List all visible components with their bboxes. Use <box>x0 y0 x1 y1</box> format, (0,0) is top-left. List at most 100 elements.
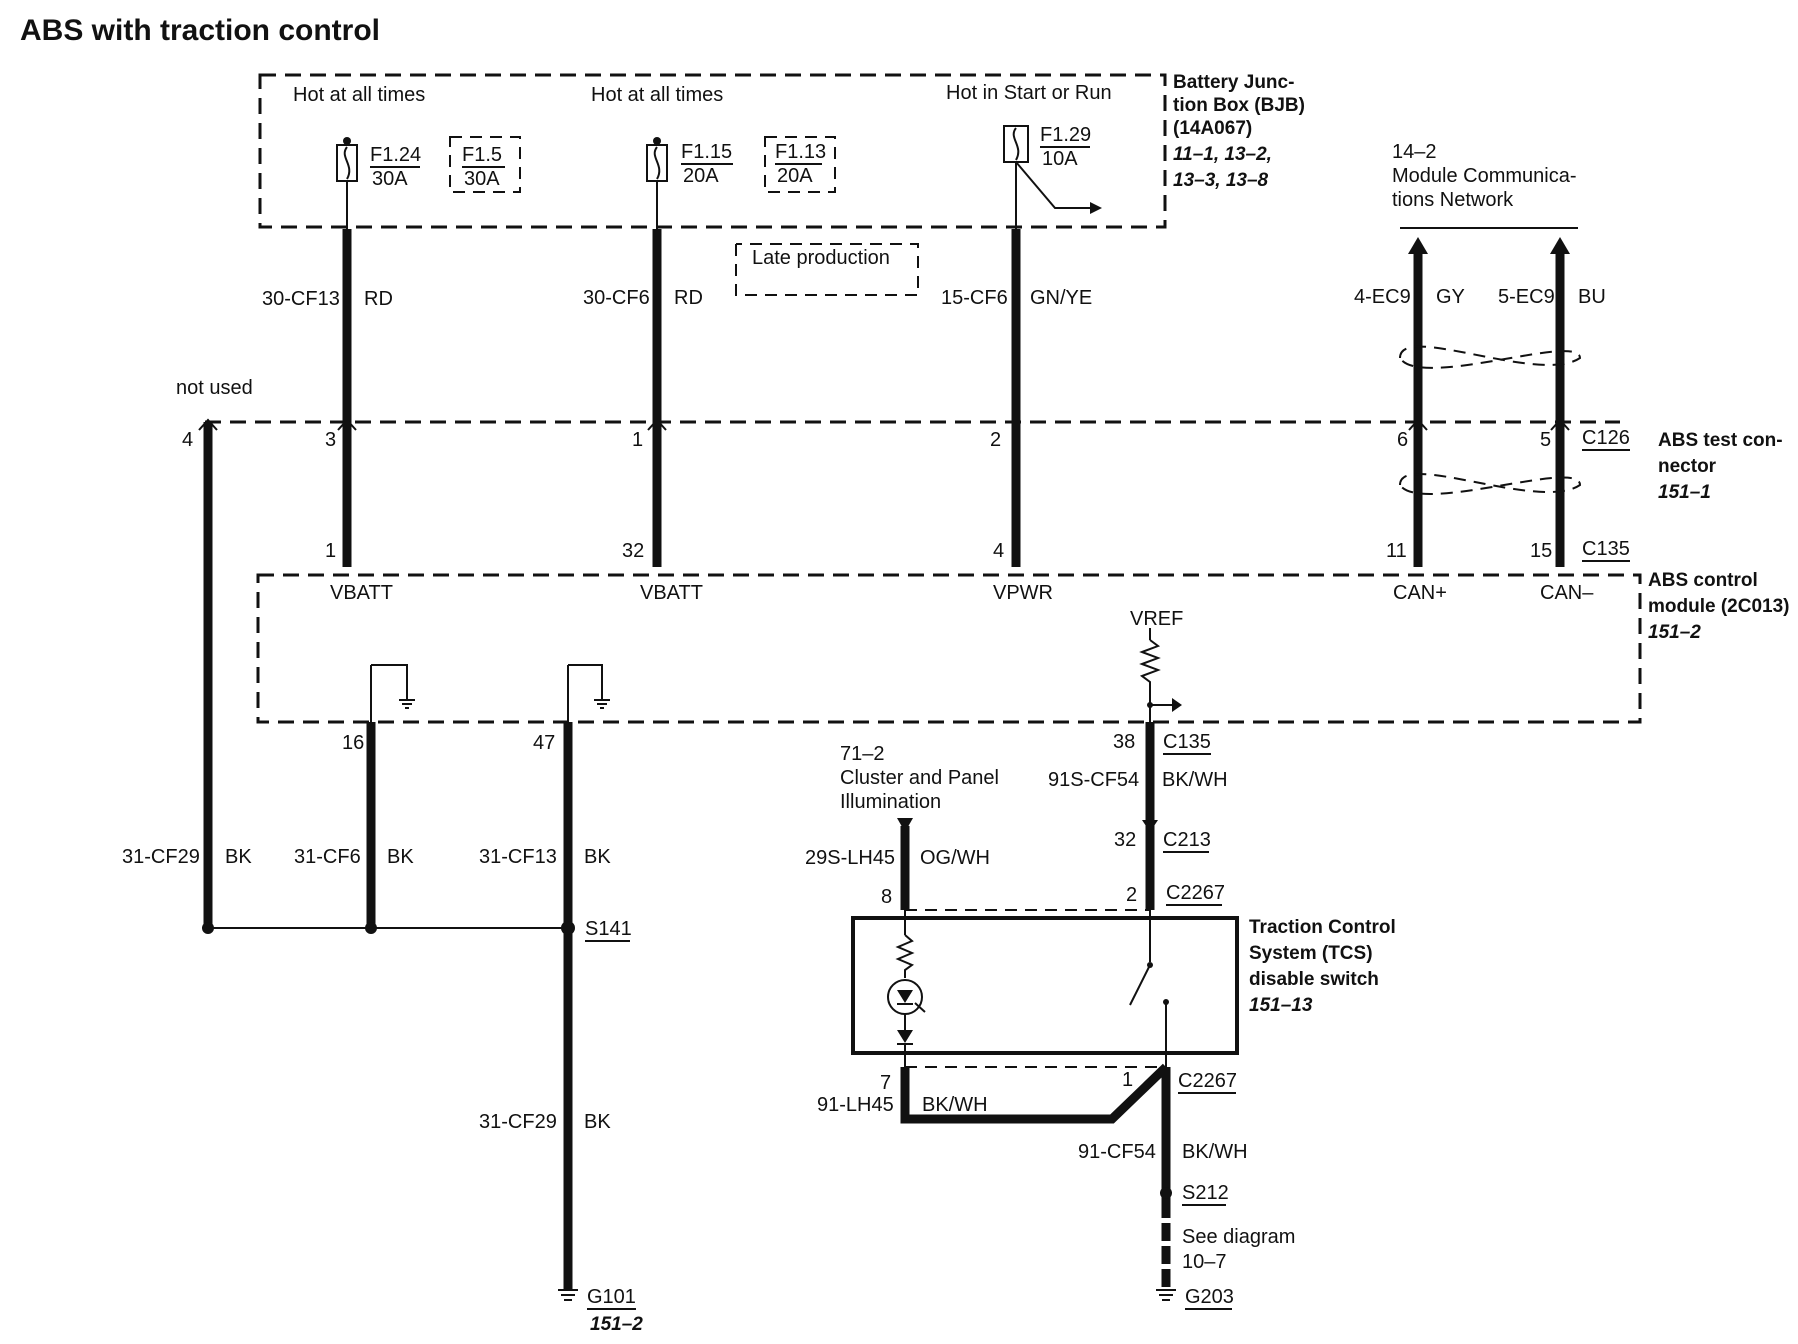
fuse-rating: 30A <box>372 168 408 190</box>
pin-number: 2 <box>990 429 1001 451</box>
wire-circuit: 4-EC9 <box>1354 286 1411 308</box>
fuse-rating: 20A <box>683 165 719 187</box>
module-label: ABS control <box>1648 570 1758 591</box>
splice-s212-dot <box>1160 1187 1172 1199</box>
pin-number: 3 <box>325 429 336 451</box>
wire-color: RD <box>364 288 393 310</box>
see-diagram-label: 10–7 <box>1182 1251 1227 1273</box>
wire-circuit: 31-CF29 <box>122 846 200 868</box>
pin-number: 1 <box>632 429 643 451</box>
bjb-label: (14A067) <box>1173 118 1252 139</box>
hot-at-all-times-label: Hot at all times <box>293 84 425 106</box>
illumination-label: Cluster and Panel <box>840 767 999 789</box>
bjb-label: tion Box (BJB) <box>1173 95 1305 116</box>
pin-number: 1 <box>1122 1069 1133 1091</box>
fuse-f1-15: F1.15 20A <box>646 137 733 187</box>
network-label: tions Network <box>1392 189 1514 211</box>
bjb-ref: 11–1, 13–2, <box>1173 144 1272 165</box>
illumination-ref: 71–2 <box>840 743 885 765</box>
wire-color: GY <box>1436 286 1465 308</box>
fuse-f1-13: F1.13 20A <box>764 136 836 193</box>
hot-at-all-times-label: Hot at all times <box>591 84 723 106</box>
splice-s212: S212 <box>1182 1182 1229 1204</box>
wire-circuit: 31-CF6 <box>294 846 361 868</box>
test-connector-ref: 151–1 <box>1658 482 1711 503</box>
fuse-id: F1.29 <box>1040 124 1091 146</box>
pin-number: 4 <box>993 540 1004 562</box>
wire-circuit: 91S-CF54 <box>1048 769 1139 791</box>
see-diagram-label: See diagram <box>1182 1226 1295 1248</box>
wire-color: BK <box>584 846 611 868</box>
resistor-icon <box>895 934 915 978</box>
module-label: module (2C013) <box>1648 596 1789 617</box>
wire-color: BK/WH <box>1182 1141 1248 1163</box>
pin-number: 32 <box>1114 829 1136 851</box>
network-arrow <box>1408 237 1428 254</box>
wire-color: BK <box>225 846 252 868</box>
fuse-rating: 20A <box>777 165 813 187</box>
tcs-switch-label: System (TCS) <box>1249 943 1373 964</box>
wire-circuit: 29S-LH45 <box>805 847 895 869</box>
pin-number: 38 <box>1113 731 1135 753</box>
wire-color: RD <box>674 287 703 309</box>
connector-id: C213 <box>1163 829 1211 851</box>
pin-number: 8 <box>881 886 892 908</box>
wire-color: BK/WH <box>1162 769 1228 791</box>
wire-color: OG/WH <box>920 847 990 869</box>
test-connector-label: nector <box>1658 456 1717 477</box>
fuse-id: F1.5 <box>462 144 502 166</box>
wire-color: BK <box>584 1111 611 1133</box>
bjb-ref: 13–3, 13–8 <box>1173 170 1269 191</box>
wire-91-lh45 <box>900 1063 1170 1124</box>
wire-circuit: 91-CF54 <box>1078 1141 1156 1163</box>
signal-can-plus: CAN+ <box>1393 582 1447 604</box>
switch-icon <box>1129 964 1151 1006</box>
connector-id: C135 <box>1163 731 1211 753</box>
twisted-pair-symbol <box>1399 473 1582 495</box>
wire-circuit: 31-CF29 <box>479 1111 557 1133</box>
wire-circuit: 31-CF13 <box>479 846 557 868</box>
signal-can-minus: CAN– <box>1540 582 1594 604</box>
twisted-pair-symbol <box>1399 345 1582 369</box>
wire-circuit: 15-CF6 <box>941 287 1008 309</box>
fuse-f1-24: F1.24 30A <box>336 137 421 190</box>
resistor-icon <box>1139 639 1161 705</box>
fuse-id: F1.13 <box>775 141 826 163</box>
pin-number: 2 <box>1126 884 1137 906</box>
splice-s141-dot <box>561 921 575 935</box>
tcs-disable-switch <box>851 910 1239 1067</box>
signal-vref: VREF <box>1130 608 1183 630</box>
wire-color: BU <box>1578 286 1606 308</box>
wire-circuit: 5-EC9 <box>1498 286 1555 308</box>
ground-g101: G101 151–2 <box>558 1286 643 1335</box>
test-connector-label: ABS test con- <box>1658 430 1783 451</box>
signal-vpwr: VPWR <box>993 582 1053 604</box>
wire-circuit: 30-CF6 <box>583 287 650 309</box>
fuse-id: F1.24 <box>370 144 421 166</box>
diode-icon <box>897 1030 913 1043</box>
fuse-rating: 30A <box>464 168 500 190</box>
tcs-switch-label: disable switch <box>1249 969 1379 990</box>
fuse-rating: 10A <box>1042 148 1078 170</box>
pin-number: 47 <box>533 732 555 754</box>
tcs-switch-label: Traction Control <box>1249 917 1396 938</box>
ground-id: G203 <box>1185 1286 1234 1308</box>
abs-control-module: 1 32 4 11 15 C135 VBATT VBATT VPWR CAN+ … <box>256 538 1789 724</box>
late-production-box: Late production <box>735 243 919 296</box>
pin-number: 6 <box>1397 429 1408 451</box>
pin-number: 32 <box>622 540 644 562</box>
pin-number: 15 <box>1530 540 1552 562</box>
pin-number: 16 <box>342 732 364 754</box>
pin-number: 1 <box>325 540 336 562</box>
diagram-title: ABS with traction control <box>20 14 380 47</box>
pin-number: 7 <box>880 1072 891 1094</box>
signal-vbatt: VBATT <box>330 582 393 604</box>
module-ref: 151–2 <box>1648 622 1701 643</box>
ground-ref: 151–2 <box>590 1314 643 1335</box>
splice-s141: S141 <box>585 918 632 940</box>
fuse-id: F1.15 <box>681 141 732 163</box>
hot-in-start-or-run-label: Hot in Start or Run <box>946 82 1112 104</box>
pin-number: 11 <box>1386 540 1407 562</box>
network-label: Module Communica- <box>1392 165 1577 187</box>
